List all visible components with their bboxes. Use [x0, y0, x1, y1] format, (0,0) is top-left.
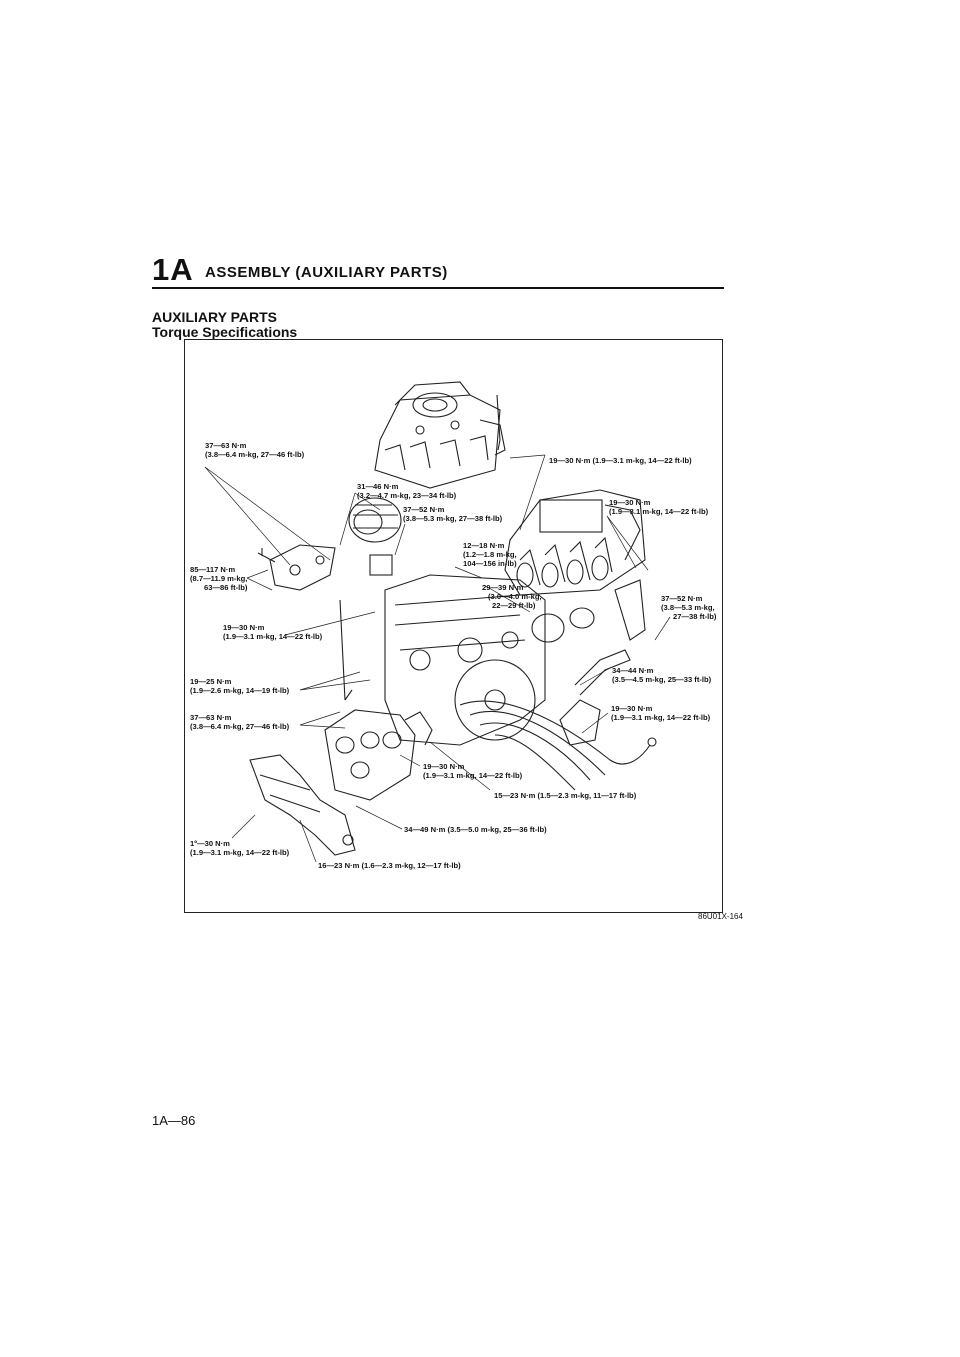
torque-value: 19—30 N·m — [423, 762, 465, 771]
torque-value: 19—25 N·m — [190, 677, 232, 686]
torque-label-6: 12—18 N·m (1.2—1.8 m-kg, 104—156 in-lb) — [463, 541, 517, 568]
torque-conversion: (1.9—3.1 m-kg, 14—22 ft-lb) — [611, 713, 711, 722]
page-number: 1A—86 — [152, 1113, 196, 1128]
torque-value: 37—52 N·m — [403, 505, 445, 514]
torque-conversion: (1.9—2.6 m-kg, 14—19 ft-lb) — [190, 686, 290, 695]
engine-block-drawing — [339, 574, 546, 746]
page-heading: AUXILIARY PARTS — [152, 309, 277, 325]
header-rule — [152, 287, 724, 289]
torque-label-19: 16—23 N·m (1.6—2.3 m-kg, 12—17 ft-lb) — [318, 861, 461, 870]
bracket-drawing — [257, 544, 336, 591]
torque-conversion: (1.9—3.1 m-kg, 14—22 ft-lb) — [423, 771, 523, 780]
torque-label-3: 31—46 N·m (3.2—4.7 m-kg, 23—34 ft-lb) — [357, 482, 456, 500]
torque-label-7: 85—117 N·m (8.7—11.9 m-kg, 63—86 ft-lb) — [190, 565, 247, 592]
carburetor-drawing — [374, 381, 506, 489]
torque-label-17: 34—49 N·m (3.5—5.0 m-kg, 25—36 ft-lb) — [404, 825, 547, 834]
torque-conversion: 63—86 ft-lb) — [204, 583, 248, 592]
torque-label-16: 15—23 N·m (1.5—2.3 m-kg, 11—17 ft-lb) — [494, 791, 636, 800]
torque-value: 16—23 N·m (1.6—2.3 m-kg, 12—17 ft-lb) — [318, 861, 461, 870]
figure-frame — [184, 339, 723, 913]
torque-value: 19—30 N·m — [609, 498, 651, 507]
torque-label-9: 37—52 N·m (3.8—5.3 m-kg, 27—38 ft-lb) — [661, 594, 716, 621]
torque-value: 12—18 N·m — [463, 541, 505, 550]
torque-label-1: 37—63 N·m (3.8—6.4 m-kg, 27—46 ft-lb) — [205, 441, 304, 459]
torque-label-8: 29—39 N·m (3.0—4.0 m-kg, 22—29 ft-lb) — [482, 583, 542, 610]
torque-conversion: (3.0—4.0 m-kg, — [488, 592, 542, 601]
torque-conversion: (3.8—6.4 m-kg, 27—46 ft-lb) — [205, 450, 305, 459]
figure-id: 86U01X-164 — [698, 912, 743, 921]
torque-value: 37—63 N·m — [190, 713, 232, 722]
oil-filter-drawing — [531, 607, 595, 643]
torque-conversion: (1.2—1.8 m-kg, — [463, 550, 517, 559]
section-title: ASSEMBLY (AUXILIARY PARTS) — [205, 264, 448, 281]
torque-label-2: 19—30 N·m (1.9—3.1 m-kg, 14—22 ft-lb) — [549, 456, 692, 465]
torque-value: 85—117 N·m — [190, 565, 236, 574]
alternator-drawing — [348, 497, 402, 576]
torque-conversion: (3.2—4.7 m-kg, 23—34 ft-lb) — [357, 491, 457, 500]
torque-value: 19—30 N·m — [611, 704, 653, 713]
torque-value: 31—46 N·m — [357, 482, 399, 491]
torque-label-15: 19—30 N·m (1.9—3.1 m-kg, 14—22 ft-lb) — [423, 762, 522, 780]
torque-value: 34—49 N·m (3.5—5.0 m-kg, 25—36 ft-lb) — [404, 825, 547, 834]
torque-conversion: (1.9—3.1 m-kg, 14—22 ft-lb) — [190, 848, 290, 857]
torque-conversion: (1.9—3.1 m-kg, 14—22 ft-lb) — [223, 632, 323, 641]
torque-conversion: 22—29 ft-lb) — [492, 601, 536, 610]
intake-manifold-drawing — [504, 489, 646, 596]
torque-value: 15—23 N·m (1.5—2.3 m-kg, 11—17 ft-lb) — [494, 791, 637, 800]
torque-value: 1º—30 N·m — [190, 839, 230, 848]
torque-value: 29—39 N·m — [482, 583, 524, 592]
exhaust-manifold-drawing — [324, 709, 433, 801]
heat-insulator-drawing — [249, 754, 356, 856]
section-number: 1A — [152, 252, 194, 287]
torque-label-4: 37—52 N·m (3.8—5.3 m-kg, 27—38 ft-lb) — [403, 505, 502, 523]
torque-label-18: 1º—30 N·m (1.9—3.1 m-kg, 14—22 ft-lb) — [190, 839, 289, 857]
torque-value: 19—30 N·m (1.9—3.1 m-kg, 14—22 ft-lb) — [549, 456, 692, 465]
flywheel-drawing — [454, 659, 536, 741]
pipe-drawing — [559, 579, 646, 746]
torque-value: 37—52 N·m — [661, 594, 703, 603]
torque-conversion: 104—156 in-lb) — [463, 559, 517, 568]
torque-conversion: (8.7—11.9 m-kg, — [190, 574, 248, 583]
torque-label-12: 19—25 N·m (1.9—2.6 m-kg, 14—19 ft-lb) — [190, 677, 289, 695]
leader-lines — [204, 454, 671, 863]
page-subheading: Torque Specifications — [152, 324, 298, 340]
torque-label-10: 19—30 N·m (1.9—3.1 m-kg, 14—22 ft-lb) — [223, 623, 322, 641]
torque-label-5: 19—30 N·m (1.9—3.1 m-kg, 14—22 ft-lb) — [609, 498, 708, 516]
torque-value: 34—44 N·m — [612, 666, 654, 675]
torque-conversion: (3.8—6.4 m-kg, 27—46 ft-lb) — [190, 722, 290, 731]
ignition-wires-drawing — [459, 700, 657, 791]
torque-conversion: 27—38 ft-lb) — [673, 612, 717, 621]
torque-conversion: (1.9—3.1 m-kg, 14—22 ft-lb) — [609, 507, 709, 516]
torque-conversion: (3.8—5.3 m-kg, 27—38 ft-lb) — [403, 514, 503, 523]
torque-label-11: 34—44 N·m (3.5—4.5 m-kg, 25—33 ft-lb) — [612, 666, 711, 684]
torque-value: 37—63 N·m — [205, 441, 247, 450]
torque-label-14: 37—63 N·m (3.8—6.4 m-kg, 27—46 ft-lb) — [190, 713, 289, 731]
page-header: 1A ASSEMBLY (AUXILIARY PARTS) — [152, 252, 724, 287]
torque-conversion: (3.5—4.5 m-kg, 25—33 ft-lb) — [612, 675, 712, 684]
torque-conversion: (3.8—5.3 m-kg, — [661, 603, 715, 612]
torque-label-13: 19—30 N·m (1.9—3.1 m-kg, 14—22 ft-lb) — [611, 704, 710, 722]
torque-value: 19—30 N·m — [223, 623, 265, 632]
